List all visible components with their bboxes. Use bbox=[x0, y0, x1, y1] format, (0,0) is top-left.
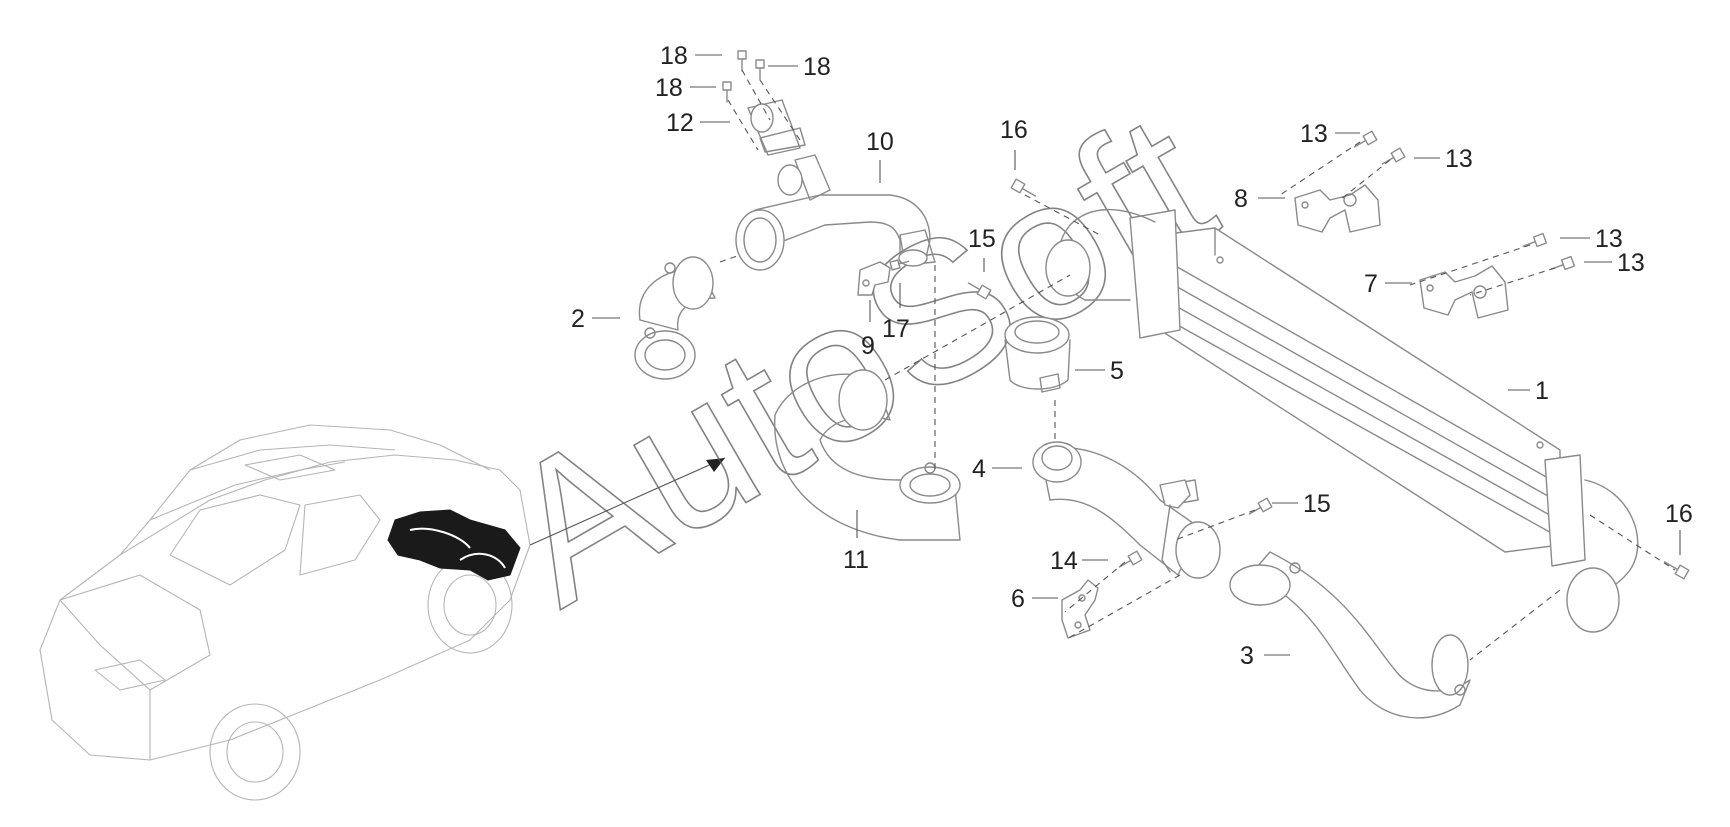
callout-labels: 18 18 18 12 10 16 13 13 8 13 13 7 15 9 1… bbox=[571, 42, 1693, 670]
callout-4: 4 bbox=[972, 455, 986, 483]
callout-16-b: 16 bbox=[1665, 500, 1693, 528]
callout-2: 2 bbox=[571, 305, 585, 333]
bolts bbox=[722, 50, 1690, 580]
bolt-icon bbox=[1381, 147, 1406, 165]
mounting-bracket-icon bbox=[1294, 184, 1381, 233]
callout-14: 14 bbox=[1050, 547, 1078, 575]
bolt-icon bbox=[1118, 550, 1143, 568]
bolt-icon bbox=[1248, 497, 1273, 515]
callout-13-d: 13 bbox=[1617, 249, 1645, 277]
callout-13-c: 13 bbox=[1595, 225, 1623, 253]
bolt-icon bbox=[1353, 130, 1378, 148]
part-9-bracket bbox=[857, 261, 891, 296]
part-5-connector bbox=[1004, 316, 1071, 393]
callout-11: 11 bbox=[843, 546, 869, 574]
part-6-bracket bbox=[1061, 579, 1099, 639]
bolt-icon bbox=[722, 81, 732, 103]
highlighted-intercooler-region bbox=[387, 509, 521, 581]
bolt-icon bbox=[1010, 178, 1037, 197]
bolt-icon bbox=[755, 59, 765, 81]
callout-10: 10 bbox=[866, 128, 894, 156]
leader-lines bbox=[592, 54, 1681, 656]
callout-18-c: 18 bbox=[655, 74, 683, 102]
callout-12: 12 bbox=[666, 109, 694, 137]
callout-15-b: 15 bbox=[1303, 490, 1331, 518]
bolt-icon bbox=[737, 50, 747, 72]
bolt-icon bbox=[967, 282, 992, 300]
assembly-lines bbox=[719, 69, 1676, 661]
callout-1: 1 bbox=[1535, 377, 1549, 405]
callout-6: 6 bbox=[1011, 585, 1025, 613]
part-2-hose bbox=[634, 256, 716, 380]
callout-13-b: 13 bbox=[1445, 145, 1473, 173]
callout-8: 8 bbox=[1234, 185, 1248, 213]
part-11-pipe bbox=[774, 369, 961, 541]
bolt-icon bbox=[889, 259, 910, 271]
part-1-intercooler bbox=[1045, 208, 1639, 633]
bolt-icon bbox=[1522, 232, 1548, 248]
callout-18-b: 18 bbox=[803, 53, 831, 81]
callout-17: 17 bbox=[882, 315, 910, 343]
callout-7: 7 bbox=[1364, 270, 1378, 298]
callout-3: 3 bbox=[1240, 642, 1254, 670]
intercooler-core-icon bbox=[1045, 208, 1639, 633]
part-7-bracket bbox=[1419, 265, 1509, 319]
callout-15-a: 15 bbox=[968, 225, 996, 253]
location-arrow-line bbox=[529, 457, 726, 546]
part-3-hose bbox=[1229, 551, 1471, 719]
bolt-icon bbox=[1550, 255, 1576, 271]
bolt-icon bbox=[1663, 561, 1690, 580]
callout-18-a: 18 bbox=[660, 42, 688, 70]
part-6-mount bbox=[1159, 479, 1191, 573]
callout-9: 9 bbox=[861, 332, 875, 360]
part-8-bracket bbox=[1294, 184, 1381, 233]
part-12-sensor bbox=[747, 99, 806, 156]
callout-5: 5 bbox=[1110, 357, 1124, 385]
callout-16-a: 16 bbox=[1000, 116, 1028, 144]
vehicle-outline bbox=[39, 424, 726, 801]
callout-13-a: 13 bbox=[1300, 120, 1328, 148]
suv-outline-icon bbox=[39, 424, 531, 801]
location-arrow-head bbox=[706, 458, 725, 472]
